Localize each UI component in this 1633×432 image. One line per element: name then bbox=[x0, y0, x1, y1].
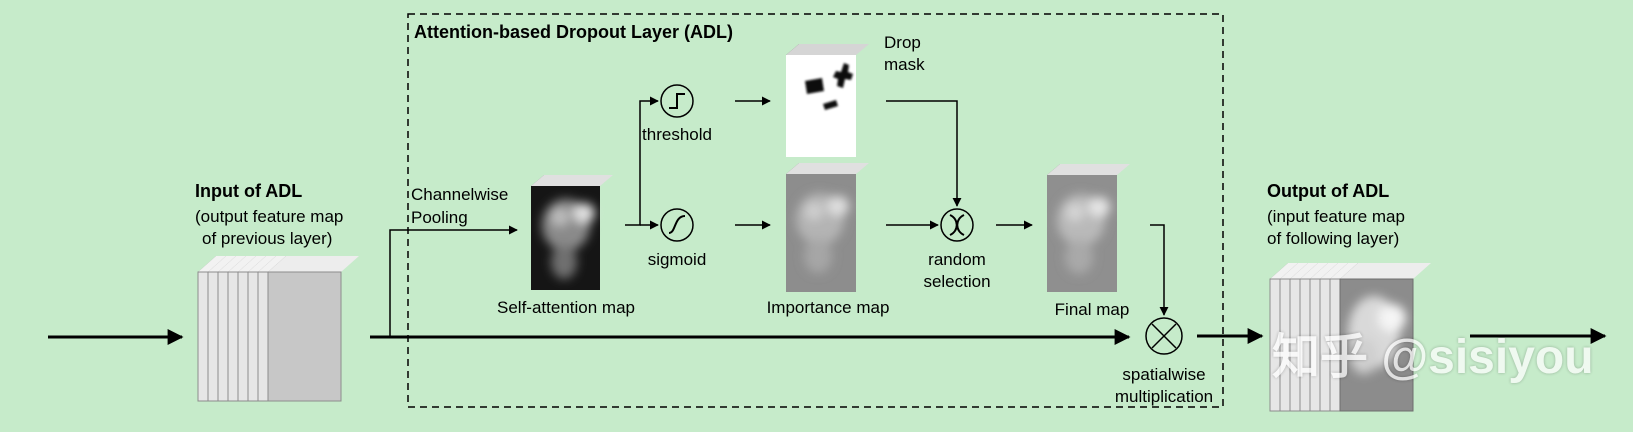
sigmoid-curve-icon bbox=[668, 215, 686, 234]
pooling-label-line1: Channelwise bbox=[411, 185, 509, 204]
input-subtitle-line2: of previous layer) bbox=[202, 229, 333, 248]
random-selection-label-line1: random bbox=[928, 250, 986, 269]
self-attention-map bbox=[531, 175, 613, 290]
drop-mask-label-line2: mask bbox=[884, 55, 925, 74]
sigmoid-node bbox=[660, 208, 694, 242]
watermark: 知乎 @sisiyou bbox=[1272, 331, 1594, 384]
adl-title: Attention-based Dropout Layer (ADL) bbox=[414, 22, 733, 42]
self-attention-map-label: Self-attention map bbox=[497, 298, 635, 317]
input-title: Input of ADL bbox=[195, 181, 303, 201]
drop-mask-label-line1: Drop bbox=[884, 33, 921, 52]
input-subtitle-line1: (output feature map bbox=[195, 207, 344, 226]
drop-mask bbox=[786, 44, 869, 157]
input-feature-map-stack bbox=[197, 256, 359, 402]
step-function-icon bbox=[669, 93, 685, 109]
spatialwise-label-line1: spatialwise bbox=[1122, 365, 1206, 384]
final-to-multiply-arrow bbox=[1150, 224, 1169, 316]
output-title: Output of ADL bbox=[1267, 181, 1390, 201]
to-threshold-arrow bbox=[625, 96, 659, 226]
adl-boundary bbox=[407, 13, 1224, 408]
random-selection-node bbox=[940, 208, 974, 242]
random-selection-label-line2: selection bbox=[923, 272, 991, 291]
stack-front-slice bbox=[267, 256, 359, 402]
threshold-label: threshold bbox=[642, 125, 712, 144]
threshold-node bbox=[660, 84, 694, 118]
final-map bbox=[1047, 164, 1130, 292]
output-subtitle-line1: (input feature map bbox=[1267, 207, 1405, 226]
output-subtitle-line2: of following layer) bbox=[1267, 229, 1400, 248]
output-feature-map-stack bbox=[1269, 263, 1431, 412]
sigmoid-label: sigmoid bbox=[647, 250, 707, 269]
multiply-icon bbox=[1151, 323, 1177, 349]
final-map-label: Final map bbox=[1054, 300, 1130, 319]
selection-switch-icon bbox=[949, 214, 965, 236]
spatialwise-label-line2: multiplication bbox=[1114, 387, 1214, 406]
importance-map bbox=[786, 163, 869, 292]
flow-arrows bbox=[48, 96, 1607, 345]
stack-front-map bbox=[1339, 263, 1431, 412]
importance-map-label: Importance map bbox=[766, 298, 890, 317]
spatialwise-multiplication-node bbox=[1145, 317, 1183, 355]
mask-to-selection-arrow bbox=[886, 100, 962, 207]
pooling-label-line2: Pooling bbox=[411, 208, 468, 227]
pooling-branch-arrow bbox=[389, 225, 518, 337]
